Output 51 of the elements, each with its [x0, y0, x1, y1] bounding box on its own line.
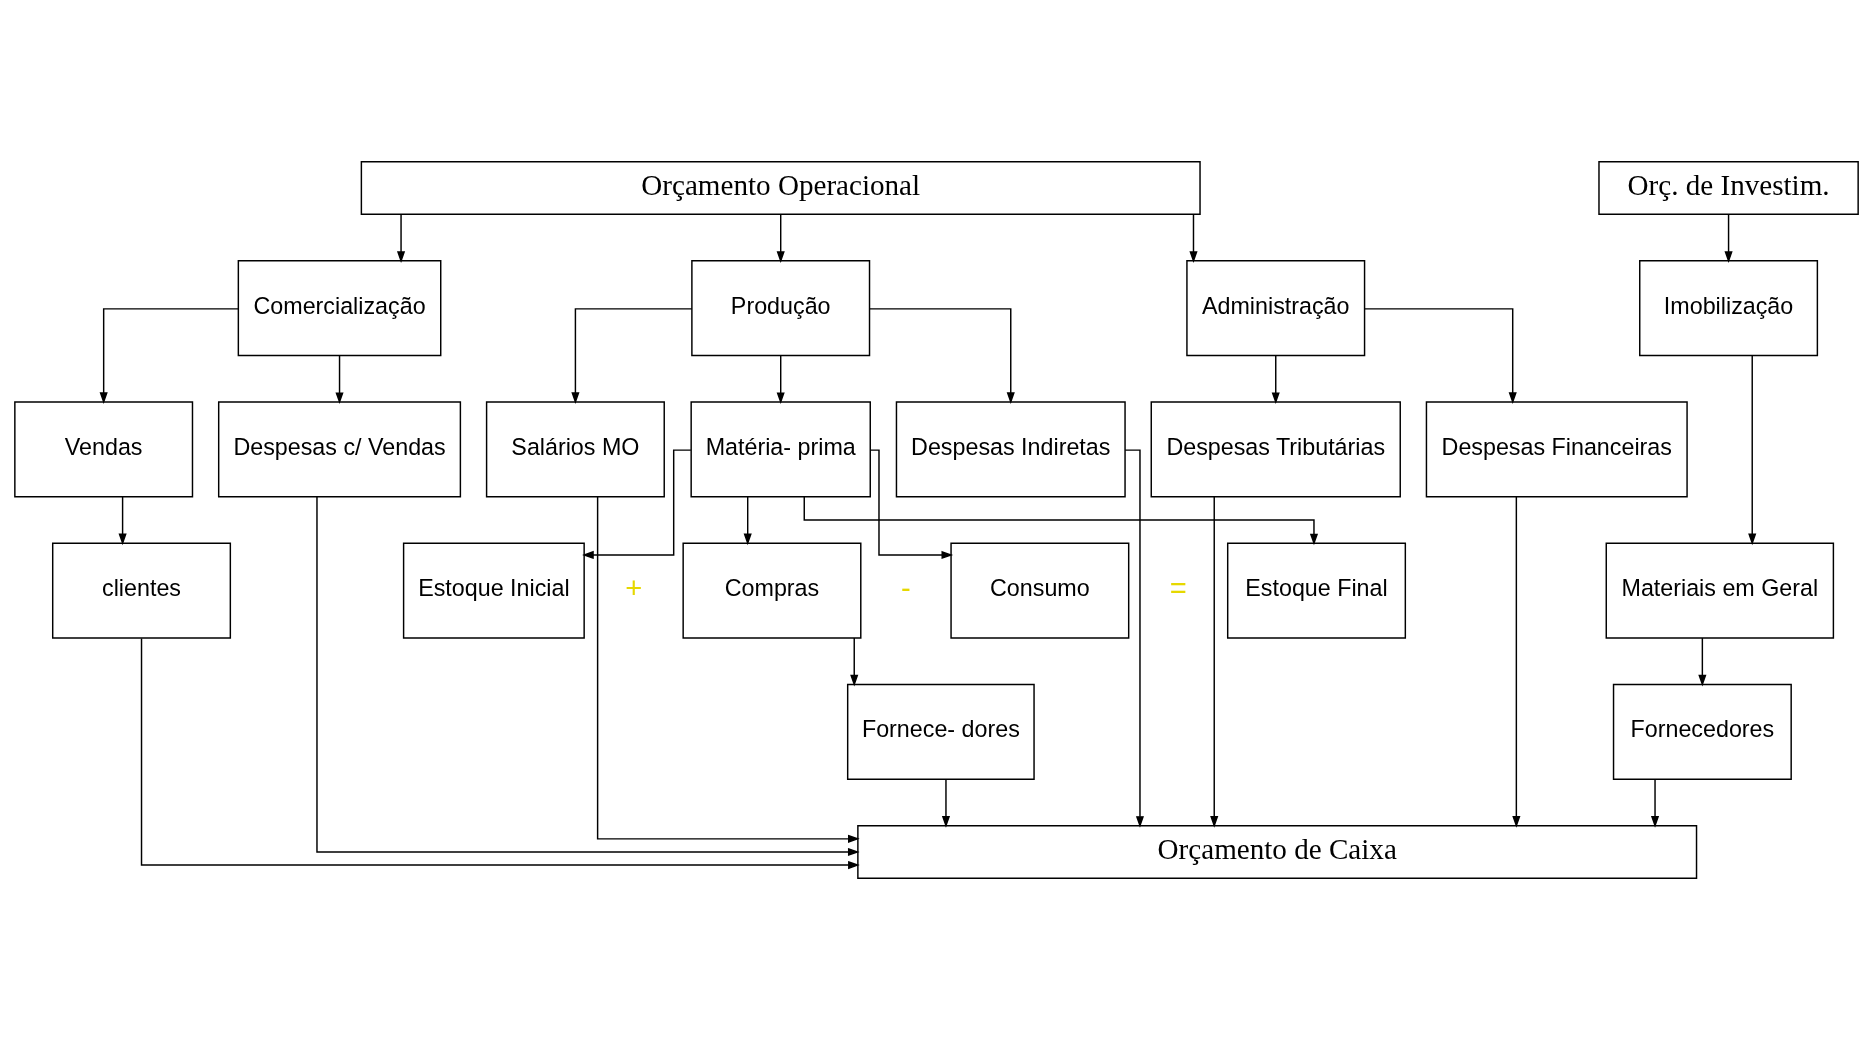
- arrow: [743, 496, 752, 546]
- arrow: [1271, 354, 1280, 405]
- node-box: Compras: [682, 542, 862, 639]
- arrow: [582, 449, 692, 560]
- node-box: Materiais em Geral: [1605, 542, 1835, 639]
- node-box: Fornece- dores: [846, 683, 1035, 780]
- arrow: [1724, 213, 1733, 263]
- arrow: [1363, 308, 1517, 405]
- node-box: Despesas Tributárias: [1150, 401, 1401, 498]
- node-box: Orçamento Operacional: [360, 161, 1201, 215]
- arrow: [776, 354, 785, 405]
- arrow: [941, 778, 951, 828]
- node-box: Comercialização: [237, 260, 442, 357]
- node-box: Estoque Inicial: [402, 542, 585, 639]
- node-box: Despesas Financeiras: [1425, 401, 1688, 498]
- node-box: Administração: [1186, 260, 1366, 357]
- node-box: Consumo: [950, 542, 1130, 639]
- node-box: Vendas: [14, 401, 194, 498]
- arrow: [1650, 778, 1660, 828]
- node-box: clientes: [52, 542, 232, 639]
- node-box: Salários MO: [485, 401, 665, 498]
- arrow: [1748, 355, 1757, 546]
- arrow: [1698, 637, 1707, 687]
- arrow: [140, 637, 860, 870]
- arrow: [99, 308, 239, 405]
- node-box: Despesas Indiretas: [895, 401, 1126, 498]
- node-box: Estoque Final: [1226, 542, 1407, 639]
- arrow: [118, 496, 127, 546]
- arrow: [868, 308, 1015, 405]
- arrow: [1512, 496, 1521, 828]
- arrow: [596, 496, 860, 843]
- arrow: [869, 449, 954, 560]
- arrow: [335, 354, 344, 405]
- node-box: Orçamento de Caixa: [857, 825, 1698, 879]
- arrow: [1124, 449, 1145, 828]
- node-box: Matéria- prima: [690, 401, 871, 498]
- arrow: [776, 213, 785, 263]
- label: -: [901, 571, 911, 604]
- arrow: [316, 496, 860, 857]
- node-box: Produção: [691, 260, 871, 357]
- node-box: Orç. de Investim.: [1598, 161, 1859, 215]
- label: +: [625, 571, 643, 604]
- label: =: [1169, 571, 1187, 604]
- arrow: [1189, 213, 1198, 263]
- arrow: [396, 213, 406, 263]
- node-box: Despesas c/ Vendas: [217, 401, 462, 498]
- node-box: Imobilização: [1639, 260, 1819, 357]
- arrow: [850, 637, 859, 687]
- arrow: [1210, 496, 1219, 828]
- arrow: [571, 308, 693, 405]
- node-box: Fornecedores: [1612, 683, 1792, 780]
